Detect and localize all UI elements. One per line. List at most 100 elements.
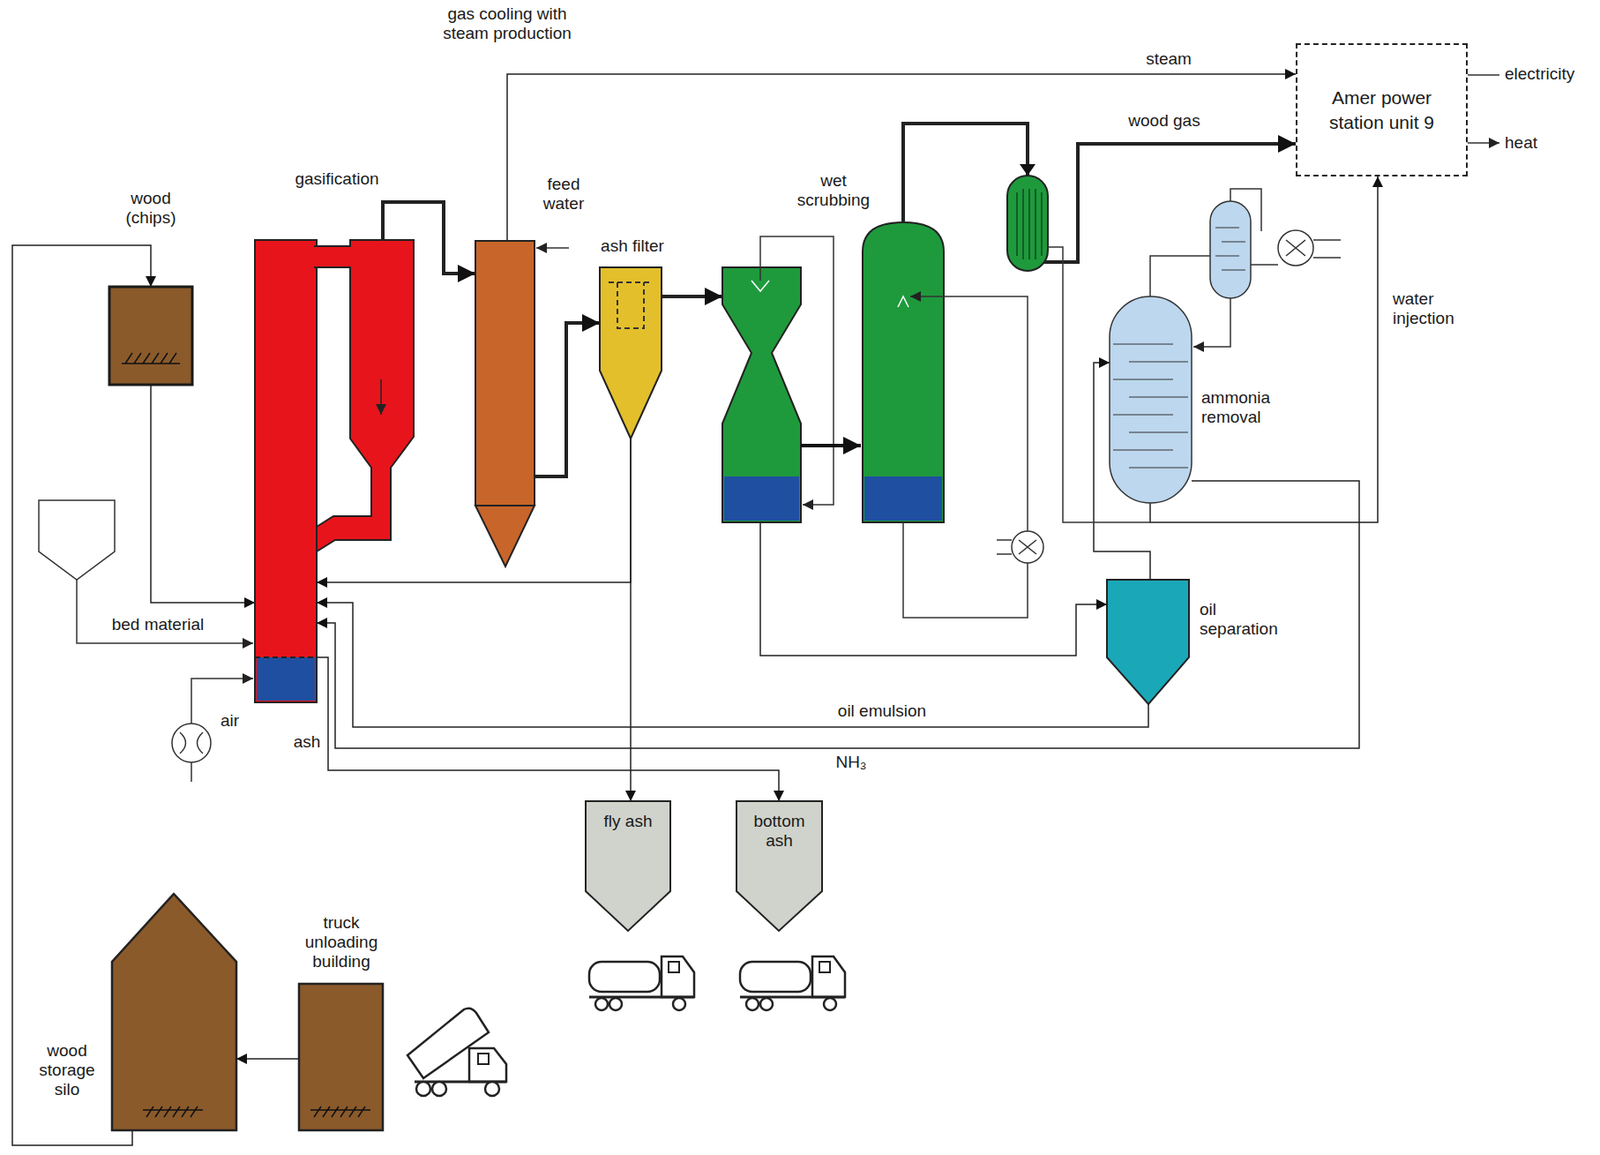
flow-label: NH₃ (832, 752, 869, 772)
flow-line (150, 384, 255, 603)
dump-truck (432, 1081, 447, 1096)
air-fan (191, 678, 254, 782)
node-label: wet scrubbing (787, 171, 881, 210)
unloading-building (299, 983, 383, 1130)
gasifier-vessel (380, 379, 382, 415)
node-label: wood storage silo (31, 1040, 103, 1100)
gasifier-vessel (316, 239, 414, 552)
node-label: gas cooling with steam production (441, 4, 574, 44)
flow-line (236, 1057, 300, 1060)
ash-truck (672, 997, 686, 1010)
node-label: fly ash (604, 811, 653, 831)
ash-silo (585, 800, 823, 931)
oil-separator: oil separation (1106, 579, 1189, 704)
gasifier-vessel (254, 656, 317, 658)
flow-label: steam (1143, 49, 1195, 69)
gas-cooler (475, 240, 535, 506)
ash-truck (661, 956, 695, 997)
ash-truck (668, 961, 680, 972)
ash-truck (609, 997, 622, 1010)
node-label: gasification (275, 169, 399, 189)
venturi-scrubber (724, 476, 800, 521)
ash-truck (819, 961, 830, 972)
ash-filter-vessel (608, 282, 653, 329)
ammonia-column (1285, 239, 1341, 258)
ash-filter: ash filter (599, 267, 662, 439)
ash-truck (740, 956, 845, 1010)
gas-condenser (1007, 175, 1048, 271)
flow-line (316, 480, 1360, 748)
air-fan (179, 732, 203, 754)
flow-label: oil emulsion (835, 701, 929, 721)
flow-line (661, 294, 723, 299)
ash-truck (589, 961, 660, 992)
stream-label: bed material (96, 614, 220, 635)
wood-hopper (109, 286, 193, 385)
ash-silo: fly ash (585, 800, 671, 931)
ammonia-column (1193, 298, 1231, 347)
ash-truck (589, 956, 695, 1010)
node-label: ammonia removal (1201, 388, 1283, 427)
gas-cooler (475, 240, 569, 567)
venturi-scrubber (751, 280, 770, 292)
feed-hopper: wood (chips) (109, 286, 193, 385)
gasifier-vessel (314, 246, 352, 268)
node-label: bottom ash (741, 811, 817, 851)
bed-material-hopper (38, 500, 115, 580)
scrubber-column (862, 222, 944, 523)
power-station: Amer power station unit 9 (1295, 43, 1468, 177)
gas-condenser (1016, 188, 1042, 260)
gas-cooler (475, 505, 535, 567)
node-label: wood (chips) (111, 188, 191, 228)
venturi-scrubber (800, 443, 861, 448)
ammonia-column (1230, 188, 1279, 265)
ammonia-column (1150, 255, 1211, 297)
dump-truck (407, 1008, 507, 1096)
ammonia-column: ammonia removal (1109, 296, 1192, 503)
dump-truck (485, 1081, 500, 1096)
ammonia-column (1210, 201, 1251, 299)
ammonia-column (1109, 188, 1341, 503)
scrubber-column (897, 296, 909, 307)
ash-truck (823, 997, 837, 1010)
storage-silo (142, 1106, 203, 1117)
flow-label: wood gas (1125, 111, 1203, 131)
wood-hopper (109, 286, 193, 385)
wood-hopper (121, 352, 180, 364)
unloading-building: truck unloading building (299, 983, 383, 1130)
node-label: ash filter (583, 236, 681, 256)
output-label: electricity (1504, 64, 1598, 84)
gasifier-vessel (254, 239, 414, 703)
flow-line (316, 657, 779, 801)
storage-silo (112, 893, 237, 1130)
stream-label: feed water (532, 174, 595, 214)
venturi-scrubber (722, 267, 801, 523)
flow-label: ash (291, 732, 324, 752)
unloading-building (310, 1106, 371, 1117)
bed-material-hopper (38, 500, 254, 643)
oil-separator (1106, 579, 1189, 704)
stream-label: air (220, 710, 256, 731)
node-label: truck unloading building (297, 912, 386, 972)
gasifier: gasification (254, 239, 317, 703)
unloading-building (299, 983, 383, 1130)
venturi-scrubber (760, 236, 834, 505)
ash-filter-vessel (599, 267, 662, 439)
ash-truck (746, 997, 759, 1010)
node-label: Amer power station unit 9 (1302, 85, 1461, 135)
ash-truck (760, 997, 773, 1010)
flow-line (316, 438, 631, 583)
scrubber-column (996, 539, 1037, 554)
gasifier-vessel (256, 657, 315, 701)
output-label: heat (1504, 133, 1558, 153)
dump-truck (478, 1053, 489, 1064)
ash-silo (736, 800, 823, 931)
wet-scrubber: wet scrubbing (722, 222, 944, 523)
storage-silo (112, 893, 237, 1130)
gas-cooler (536, 246, 569, 249)
dump-truck (469, 1047, 507, 1082)
flow-line (534, 322, 600, 477)
air-fan (171, 678, 254, 782)
flow-label: water injection (1390, 289, 1470, 329)
